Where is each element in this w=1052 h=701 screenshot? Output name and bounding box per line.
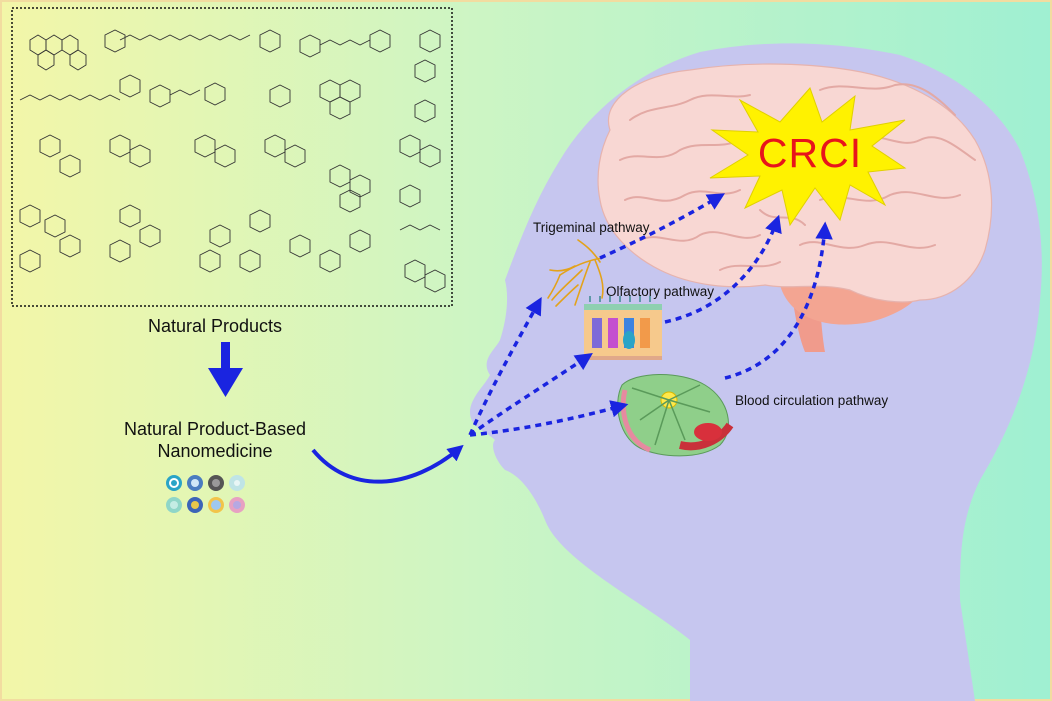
arrow-olfactory-brain — [664, 214, 782, 324]
crci-burst — [709, 87, 907, 227]
arrow-nose-olfactory — [468, 353, 593, 437]
arrow-nose-trigeminal — [468, 296, 542, 436]
crci-label: CRCI — [757, 130, 863, 176]
chemical-structures-panel — [11, 7, 453, 307]
neurovascular-unit-icon — [617, 374, 734, 457]
nanomedicine-label: Natural Product-Based Nanomedicine — [0, 418, 430, 462]
nanoparticle-icons — [166, 475, 245, 513]
trigeminal-nerve-icon — [547, 239, 604, 307]
nanomedicine-label-line1: Natural Product-Based — [123, 419, 307, 439]
arrow-trigeminal-brain — [599, 193, 726, 260]
down-arrow-icon — [208, 342, 243, 397]
olfactory-epithelium-icon — [584, 296, 662, 360]
trigeminal-pathway-label: Trigeminal pathway — [533, 220, 650, 235]
arrow-blood-brain — [724, 221, 833, 380]
blood-circulation-pathway-label: Blood circulation pathway — [735, 393, 889, 408]
nanomedicine-label-line2: Nanomedicine — [157, 441, 273, 461]
delivery-arrow — [311, 444, 464, 484]
natural-products-label: Natural Products — [147, 316, 283, 336]
olfactory-pathway-label: Olfactory pathway — [606, 284, 715, 299]
